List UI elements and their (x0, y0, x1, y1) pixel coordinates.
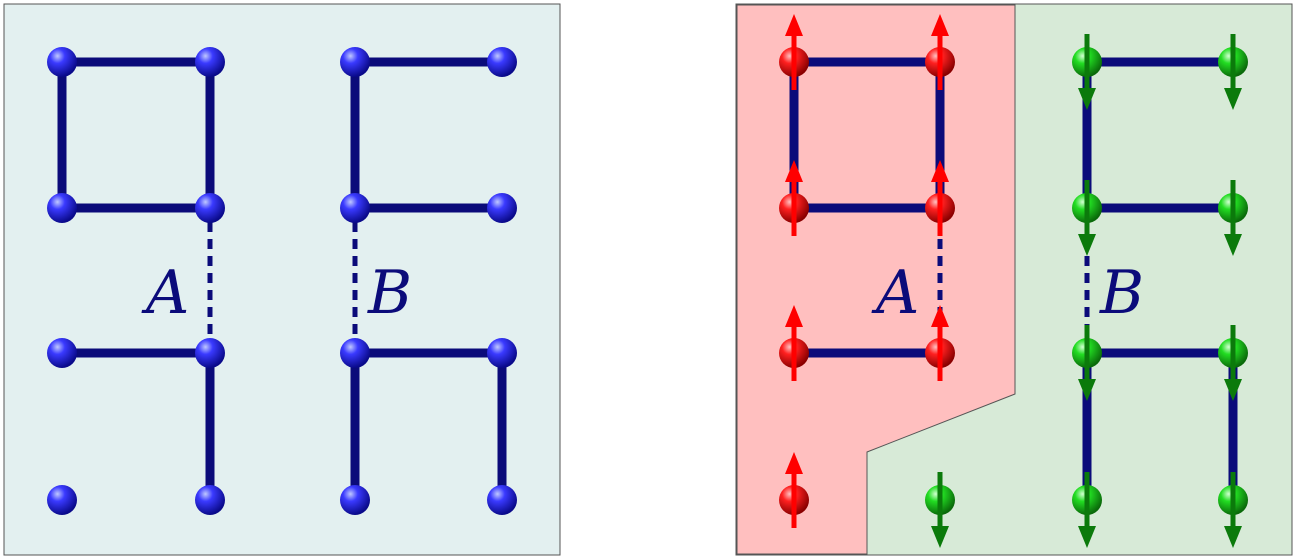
spin-down-site (1218, 34, 1248, 110)
left-bonds (57, 57, 507, 505)
spin-down-arrow-head (1078, 88, 1096, 110)
node (487, 193, 517, 223)
spin-up-site (779, 452, 809, 528)
spin-down-arrow-head (1224, 526, 1242, 548)
node (340, 47, 370, 77)
spin-down-arrow-head (931, 526, 949, 548)
right-panel: A B (735, 3, 1293, 556)
spin-down-arrow-head (1078, 379, 1096, 401)
node (487, 485, 517, 515)
spin-down-arrow-head (1078, 234, 1096, 256)
spin-up-arrow-head (785, 305, 803, 327)
label-a-right: A (871, 258, 919, 328)
spin-down-site (1072, 472, 1102, 548)
spin-up-site (925, 305, 955, 381)
node (340, 193, 370, 223)
spin-down-sites (925, 34, 1248, 548)
left-panel: A B (3, 3, 561, 556)
label-b-right: B (1099, 258, 1144, 328)
left-nodes (47, 47, 517, 515)
node (47, 485, 77, 515)
left-panel-background (3, 3, 561, 556)
spin-up-sites (779, 14, 955, 528)
spin-down-site (1072, 325, 1102, 401)
spin-up-arrow-head (785, 160, 803, 182)
node (340, 338, 370, 368)
spin-up-arrow-head (931, 305, 949, 327)
node (340, 485, 370, 515)
spin-down-site (1218, 325, 1248, 401)
node (195, 193, 225, 223)
spin-down-site (1218, 472, 1248, 548)
spin-up-site (779, 305, 809, 381)
node (195, 338, 225, 368)
label-b-left: B (367, 258, 412, 328)
spin-up-site (779, 160, 809, 236)
node (487, 338, 517, 368)
node (487, 47, 517, 77)
spin-down-arrow-head (1078, 526, 1096, 548)
label-a-left: A (141, 258, 189, 328)
spin-up-region (736, 4, 1016, 555)
spin-down-site (925, 472, 955, 548)
node (195, 47, 225, 77)
spin-up-site (925, 160, 955, 236)
spin-down-site (1072, 34, 1102, 110)
node (47, 193, 77, 223)
node (195, 485, 225, 515)
spin-up-site (925, 14, 955, 90)
spin-up-arrow-head (785, 14, 803, 36)
spin-up-arrow-head (931, 160, 949, 182)
spin-down-arrow-head (1224, 88, 1242, 110)
spin-up-arrow-head (931, 14, 949, 36)
left-dashed-bonds (207, 222, 358, 340)
spin-up-site (779, 14, 809, 90)
spin-down-arrow-head (1224, 234, 1242, 256)
node (47, 338, 77, 368)
spin-down-arrow-head (1224, 379, 1242, 401)
node (47, 47, 77, 77)
spin-down-site (1072, 180, 1102, 256)
spin-down-site (1218, 180, 1248, 256)
spin-up-arrow-head (785, 452, 803, 474)
